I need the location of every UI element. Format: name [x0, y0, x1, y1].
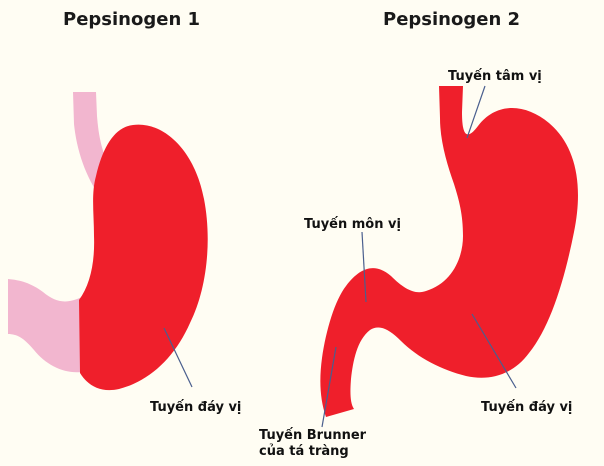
left-title: Pepsinogen 1: [63, 9, 200, 30]
right-fundic-label: Tuyến đáy vị: [481, 400, 572, 416]
pyloric-label: Tuyến môn vị: [304, 217, 401, 233]
right-stomach: [320, 86, 578, 427]
left-duodenum-pink: [8, 279, 82, 372]
right-stomach-body: [320, 86, 578, 417]
left-stomach: [8, 92, 208, 390]
left-fundic-label: Tuyến đáy vị: [150, 400, 241, 416]
right-title: Pepsinogen 2: [383, 9, 520, 30]
brunner-label-line-1: Tuyến Brunner: [259, 428, 384, 444]
brunner-label: Tuyến Brunner của tá tràng: [259, 428, 384, 460]
brunner-label-line-2: của tá tràng: [259, 444, 384, 460]
cardiac-label: Tuyến tâm vị: [448, 69, 542, 85]
